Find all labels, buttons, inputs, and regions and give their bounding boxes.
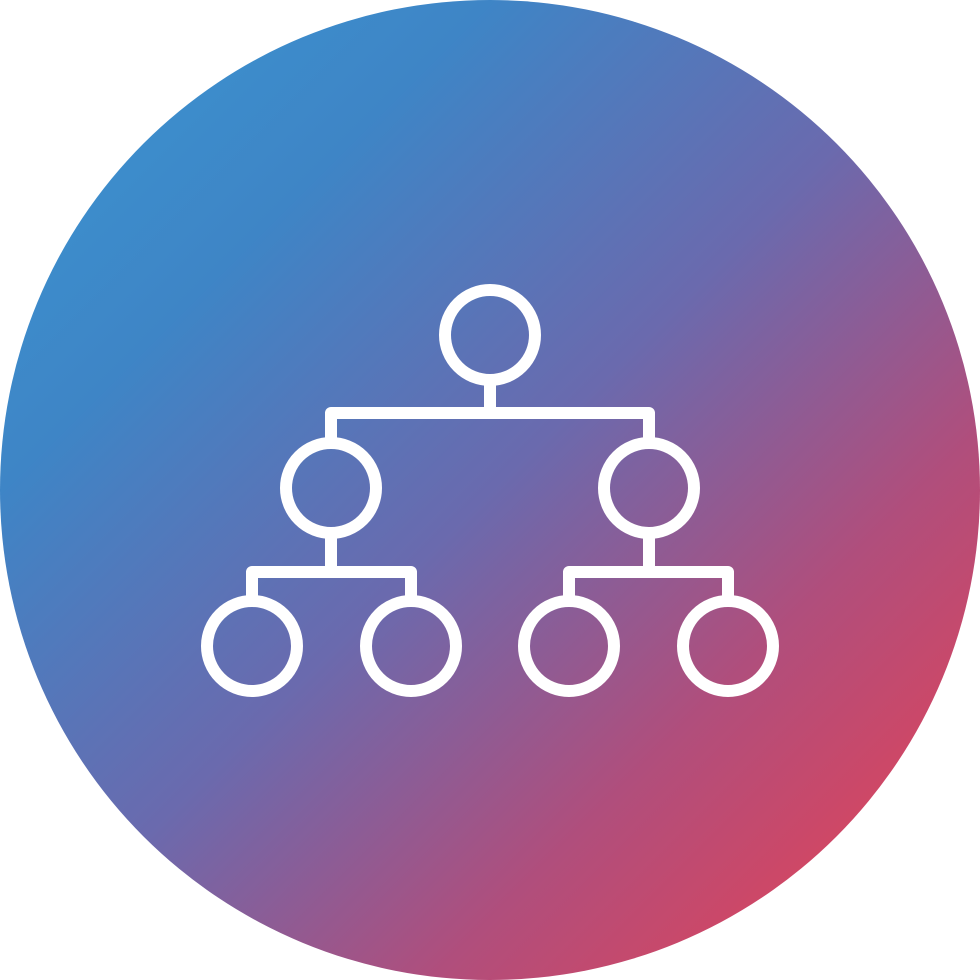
right-branch-connector-line (563, 527, 734, 604)
left-branch-connector-line (246, 527, 417, 604)
leaf-node-3-icon (518, 595, 620, 697)
root-connector-line (325, 374, 655, 446)
leaf-node-1-icon (201, 595, 303, 697)
org-chart-tree (201, 284, 779, 697)
leaf-node-4-icon (677, 595, 779, 697)
leaf-node-2-icon (360, 595, 462, 697)
